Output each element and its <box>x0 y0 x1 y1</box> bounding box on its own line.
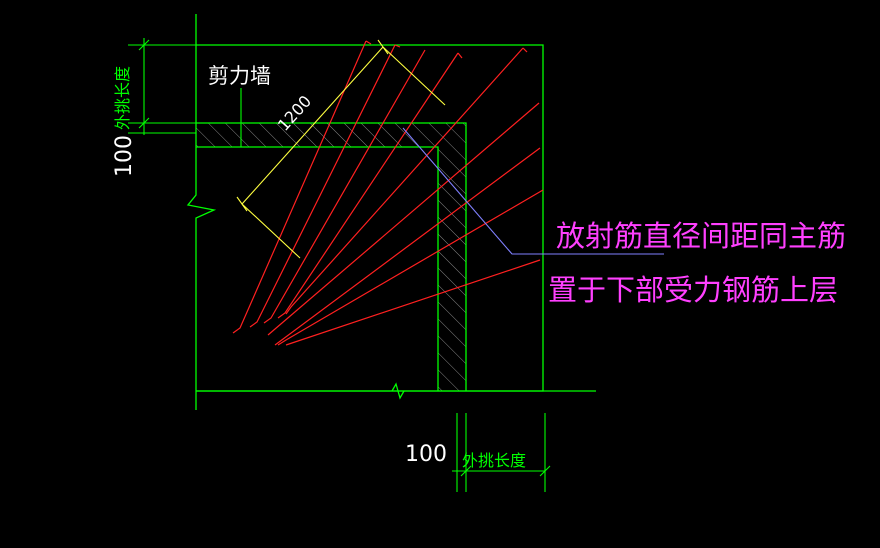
outreach-bottom-label: 外挑长度 <box>462 451 526 470</box>
wall-label: 剪力墙 <box>208 64 271 88</box>
rebar-7 <box>274 147 541 346</box>
dimension-bottom <box>452 413 551 492</box>
outer-outline <box>186 14 217 410</box>
dim-left-tick2 <box>138 117 150 129</box>
outreach-left-label: 外挑长度 <box>113 66 132 130</box>
note-line-1: 放射筋直径间距同主筋 <box>556 219 846 253</box>
hook-3 <box>457 52 463 59</box>
dim-left-tick1 <box>138 39 150 51</box>
hook-4 <box>522 47 528 53</box>
wall-hatch-fill-top <box>196 123 466 147</box>
note-line-2: 置于下部受力钢筋上层 <box>548 273 838 307</box>
dim-line-1200 <box>241 46 384 205</box>
rebar-4 <box>277 52 459 319</box>
hook-2 <box>394 44 401 48</box>
rebar-2 <box>249 44 396 328</box>
dim-bottom-tick2 <box>539 465 551 477</box>
rebar-3 <box>263 49 426 324</box>
wall-edge-top-outer <box>196 122 467 391</box>
ext-line-b <box>241 203 301 259</box>
break-mark-bottom <box>391 382 405 400</box>
ext-line-a <box>382 46 446 106</box>
dim-bottom-tick1 <box>460 465 472 477</box>
tick-b <box>236 196 248 212</box>
dimension-1200 <box>236 39 446 259</box>
leaders <box>240 88 664 255</box>
dimension-left <box>128 38 196 135</box>
rebar-5 <box>285 47 524 315</box>
rebar-1 <box>232 40 367 334</box>
rebar-8 <box>277 189 544 346</box>
wall-hatch-fill-right <box>438 123 466 391</box>
radial-rebars <box>232 40 544 346</box>
rebar-6 <box>267 102 540 336</box>
rebar-9 <box>285 259 541 346</box>
dim-100-bottom-label: 100 <box>405 442 447 467</box>
wall-hatch-right <box>438 123 466 391</box>
dim-100-left-label: 100 <box>112 135 137 177</box>
note-leader <box>402 127 664 255</box>
hook-1 <box>365 40 372 45</box>
rebar-hooks <box>365 40 528 59</box>
tick-a <box>377 39 389 55</box>
wall-edge-inner <box>196 146 439 391</box>
shear-wall-hatch <box>196 123 466 391</box>
slab-outline <box>186 14 596 410</box>
